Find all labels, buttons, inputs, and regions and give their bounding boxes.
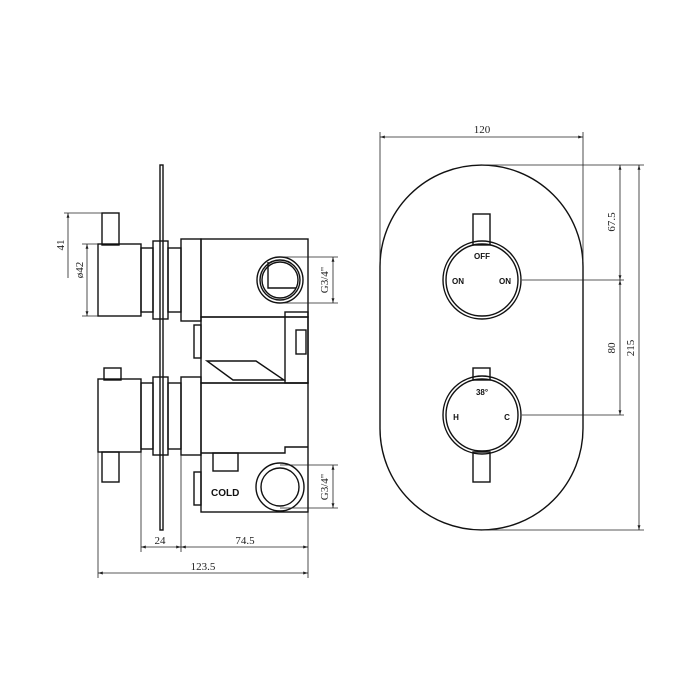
- depth-dimensions: 24 74.5 123.5: [97, 452, 309, 578]
- hot-label: H: [453, 413, 459, 422]
- upper-knob-side: [97, 212, 202, 322]
- body-depth-dim: 74.5: [235, 535, 255, 547]
- wall-plate: [159, 164, 164, 531]
- temperature-label: 38°: [476, 388, 488, 397]
- diverter-on-left-label: ON: [452, 277, 464, 286]
- lower-knob-side: [97, 367, 202, 483]
- outlet-dimensions: G3/4" G3/4": [280, 256, 338, 509]
- side-view: COLD G3/4" G3/4" 41 ø42 24 74.5 123.5: [55, 164, 338, 578]
- cold-inlet-label: COLD: [211, 488, 239, 499]
- total-height-dim: 215: [625, 339, 637, 356]
- top-offset-dim: 67.5: [606, 212, 618, 232]
- cold-label: C: [504, 413, 510, 422]
- handle-dimensions: 41 ø42: [55, 212, 102, 317]
- total-depth-dim: 123.5: [191, 561, 216, 573]
- outlet-top-size: G3/4": [319, 267, 331, 294]
- knob-spacing-dim: 80: [606, 342, 618, 354]
- knob-diameter-dim: ø42: [74, 262, 86, 279]
- diverter-knob: OFF ON ON: [442, 213, 522, 320]
- handle-height-dim: 41: [55, 240, 67, 251]
- diverter-on-right-label: ON: [499, 277, 511, 286]
- front-view: OFF ON ON 38° H C 120 67.5 80 215: [379, 124, 644, 531]
- oval-faceplate: [379, 164, 584, 531]
- outlet-bottom-size: G3/4": [319, 474, 331, 501]
- knob-depth-dim: 24: [155, 535, 167, 547]
- front-dimensions: 120 67.5 80 215: [379, 124, 644, 531]
- diverter-off-label: OFF: [474, 252, 490, 261]
- width-dim: 120: [474, 124, 491, 136]
- thermostat-knob: 38° H C: [442, 367, 522, 483]
- valve-body: COLD: [193, 238, 309, 513]
